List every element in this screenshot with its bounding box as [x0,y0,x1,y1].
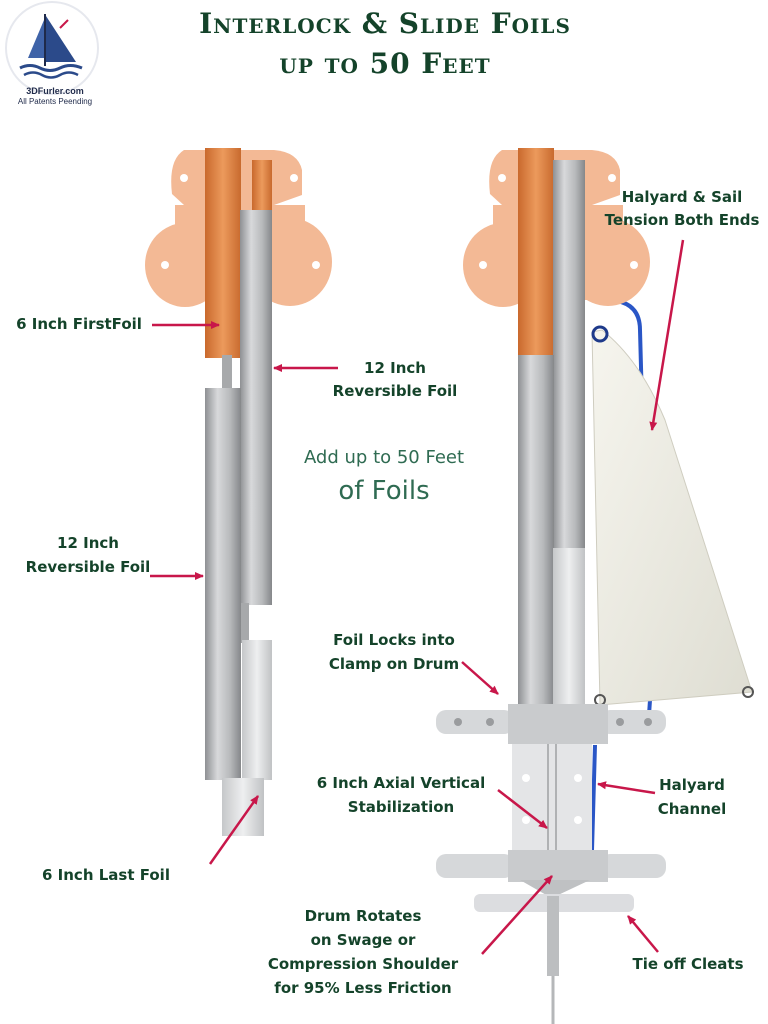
arrow-halyard-channel [597,781,656,795]
label-foil-locks-1: Foil Locks into [333,631,455,649]
arrow-tie-off [627,915,659,953]
label-drum-4: for 95% Less Friction [274,979,452,997]
right-foil-assembly [436,148,754,1024]
callout-line-2: of Foils [338,476,430,506]
axial-stabilizer [512,744,592,856]
label-halyard-sail-2: Tension Both Ends [604,211,760,229]
arrow-foil-locks [461,661,499,695]
label-drum-1: Drum Rotates [304,907,422,925]
label-reversible-mid-2: Reversible Foil [25,558,151,576]
label-reversible-top-1: 12 Inch [364,359,426,377]
sail [591,329,753,706]
swage [547,896,559,976]
label-halyard-channel-1: Halyard [659,776,725,794]
left-reversible-foil-mid [205,388,241,780]
label-axial-2: Stabilization [347,798,455,816]
arrow-axial [497,789,548,829]
label-halyard-sail-1: Halyard & Sail [621,188,743,206]
arrow-last-foil [208,795,260,865]
callout-line-1: Add up to 50 Feet [303,447,465,468]
arrow-halyard-sail [649,239,685,431]
label-drum-3: Compression Shoulder [267,955,459,973]
label-tie-off: Tie off Cleats [632,955,744,973]
label-last-foil: 6 Inch Last Foil [42,866,170,884]
logo-icon [5,1,99,95]
label-first-foil: 6 Inch FirstFoil [16,315,142,333]
title-line-2: up to 50 Feet [279,47,491,80]
left-first-foil [205,148,241,358]
label-halyard-channel-2: Channel [657,800,727,818]
left-reversible-foil-top [240,210,272,605]
arrow-drum [481,875,553,955]
label-axial-1: 6 Inch Axial Vertical [316,774,486,792]
label-foil-locks-2: Clamp on Drum [328,655,460,673]
brand-note: All Patents Peending [17,97,93,106]
left-last-foil [222,778,264,836]
label-reversible-mid-1: 12 Inch [57,534,119,552]
brand-name: 3DFurler.com [26,86,84,96]
upper-drum-clamp [436,704,666,744]
left-foil-assembly [145,148,332,836]
callout-arrows [150,239,685,955]
label-drum-2: on Swage or [310,931,416,949]
title-line-1: Interlock & Slide Foils [199,7,571,40]
label-reversible-top-2: Reversible Foil [332,382,458,400]
